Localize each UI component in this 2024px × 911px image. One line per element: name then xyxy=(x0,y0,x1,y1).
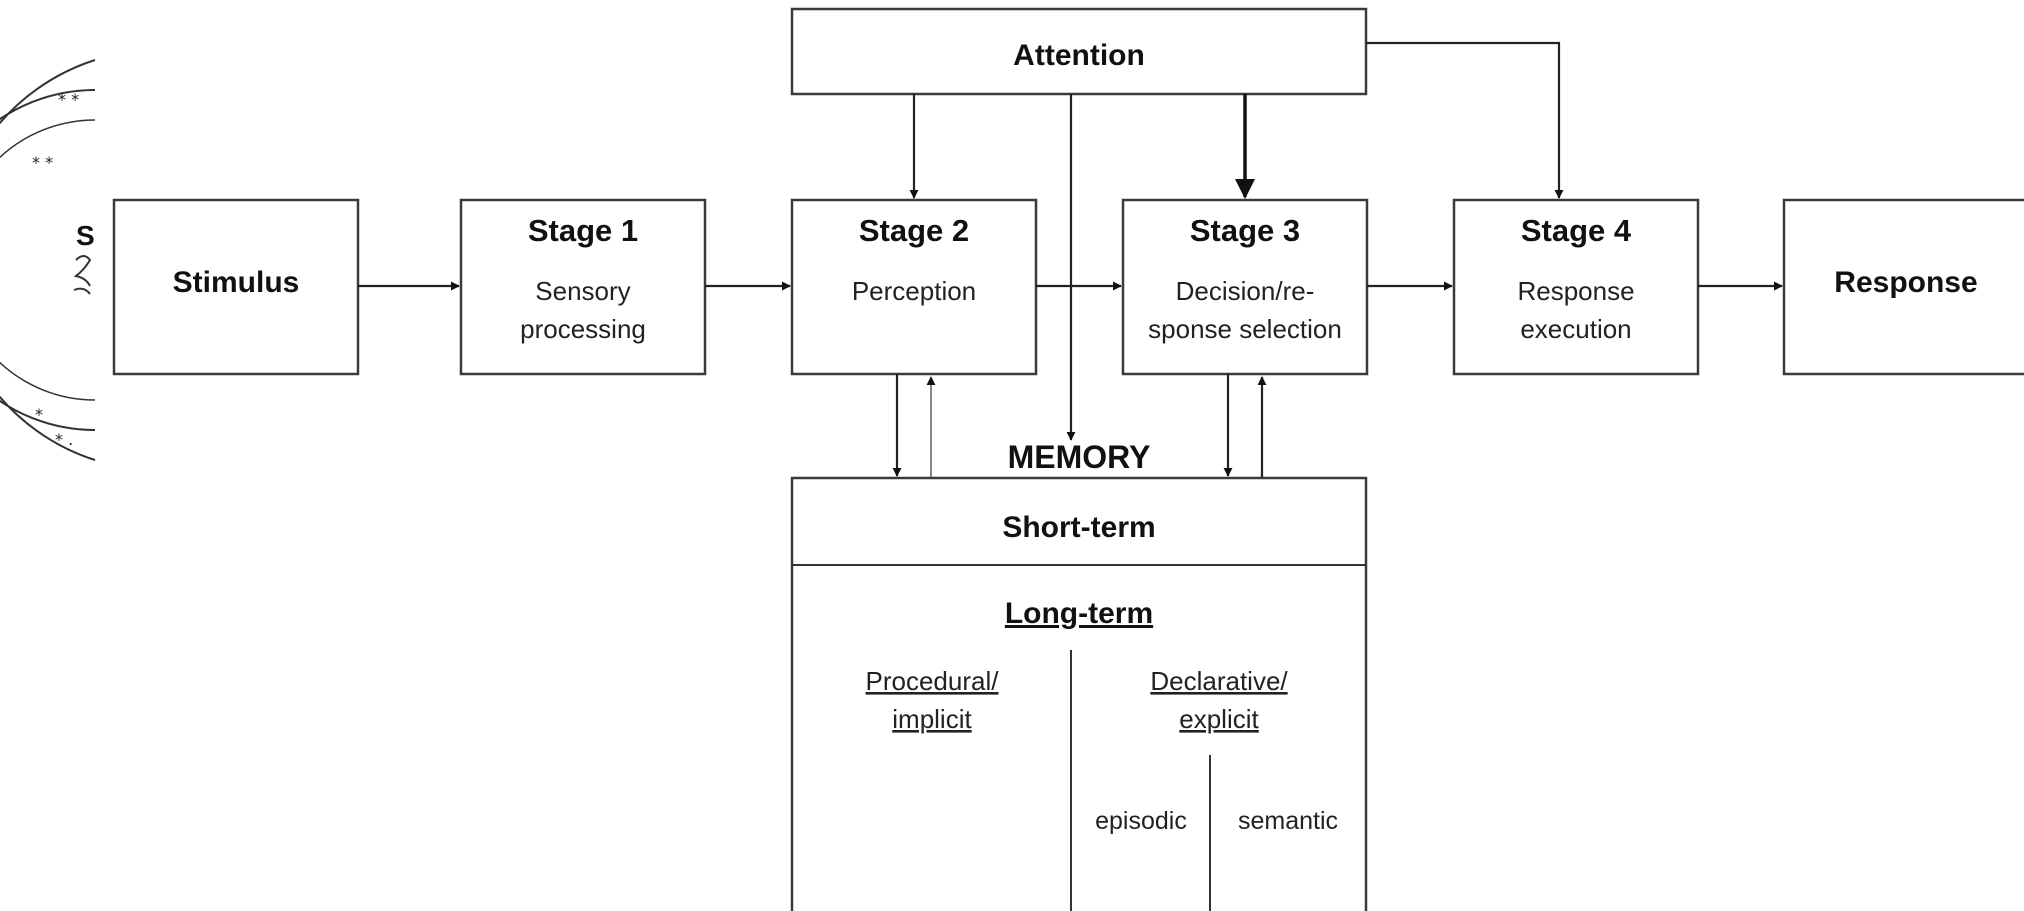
svg-text:* .: * . xyxy=(55,430,73,449)
episodic-label: episodic xyxy=(1095,807,1187,835)
response-node: Response xyxy=(1782,198,2024,376)
memory-block: Short-term Long-term Procedural/ implici… xyxy=(790,476,1368,911)
long-term-label: Long-term xyxy=(1005,597,1153,630)
procedural-line2: implicit xyxy=(892,704,972,734)
svg-text:* *: * * xyxy=(58,90,79,109)
stage1-node: Stage 1 Sensory processing xyxy=(459,198,707,376)
stage2-node: Stage 2 Perception xyxy=(790,198,1038,376)
stage4-line1: Response xyxy=(1517,276,1634,306)
arrow-attention-to-stage4 xyxy=(1366,41,1564,199)
memory-heading: MEMORY xyxy=(1008,439,1151,475)
stage4-line2: execution xyxy=(1520,314,1631,344)
response-label: Response xyxy=(1834,266,1977,299)
stage3-line1: Decision/re- xyxy=(1176,276,1315,306)
stage1-line2: processing xyxy=(520,314,646,344)
stimulus-label: Stimulus xyxy=(173,266,300,299)
stage3-line2: sponse selection xyxy=(1148,314,1342,344)
stage2-title: Stage 2 xyxy=(859,213,969,248)
svg-text:* *: * * xyxy=(32,153,53,172)
declarative-line1: Declarative/ xyxy=(1150,666,1288,696)
short-term-label: Short-term xyxy=(1002,511,1155,544)
seal-partial-text: S xyxy=(76,220,95,251)
stimulus-node: Stimulus xyxy=(112,198,360,376)
procedural-line1: Procedural/ xyxy=(866,666,1000,696)
stage4-title: Stage 4 xyxy=(1521,213,1632,248)
svg-text:*: * xyxy=(35,405,43,424)
stage2-line1: Perception xyxy=(852,276,976,306)
stage1-title: Stage 1 xyxy=(528,213,638,248)
stage3-title: Stage 3 xyxy=(1190,213,1300,248)
stage1-line1: Sensory xyxy=(535,276,630,306)
attention-label: Attention xyxy=(1013,39,1145,72)
attention-node: Attention xyxy=(790,7,1368,96)
seal-logo: * * * * * * . S xyxy=(0,59,96,461)
stage4-node: Stage 4 Response execution xyxy=(1452,198,1700,376)
semantic-label: semantic xyxy=(1238,807,1338,835)
declarative-line2: explicit xyxy=(1179,704,1259,734)
stage3-node: Stage 3 Decision/re- sponse selection xyxy=(1121,198,1369,376)
